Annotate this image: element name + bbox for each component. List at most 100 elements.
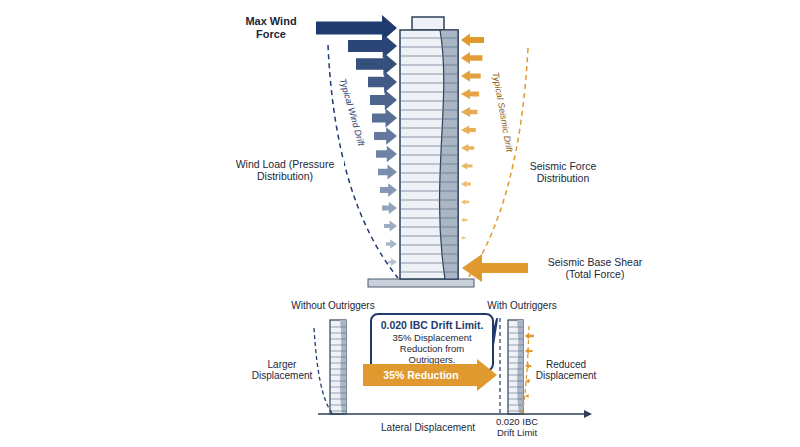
floor-line: [400, 272, 458, 273]
floor-line: [400, 200, 458, 201]
floor-line: [330, 369, 346, 370]
node-heading: 0.020 IBC Drift Limit.: [378, 319, 486, 332]
floor-line: [330, 387, 346, 388]
floor-line: [400, 38, 458, 39]
floor-line: [330, 375, 346, 376]
force-arrow: [370, 90, 397, 110]
axis-arrowhead: [584, 410, 592, 418]
force-arrow: [348, 34, 397, 59]
seismic-arrows: [461, 34, 484, 241]
force-arrow: [525, 333, 534, 340]
floor-line: [330, 327, 346, 328]
floor-line: [400, 128, 458, 129]
annotation-label: Seismic Base Shear (Total Force): [534, 256, 656, 280]
annotation-label: Without Outriggers: [283, 300, 383, 312]
floor-line: [330, 381, 346, 382]
force-arrow: [386, 239, 397, 248]
callout-box: 0.020 IBC Drift Limit.35% Displacement R…: [370, 313, 494, 372]
force-arrow: [525, 379, 530, 384]
force-arrow: [368, 71, 397, 93]
force-arrow: [376, 146, 397, 162]
force-arrow: [461, 181, 471, 187]
floor-line: [508, 357, 523, 358]
floor-line: [330, 405, 346, 406]
force-arrow: [378, 165, 397, 180]
floor-line: [330, 339, 346, 340]
floor-line: [400, 191, 458, 192]
force-arrow: [525, 348, 533, 354]
floor-line: [508, 339, 523, 340]
floor-line: [400, 254, 458, 255]
floor-line: [400, 218, 458, 219]
ground-slab: [368, 279, 474, 287]
floor-line: [508, 369, 523, 370]
floor-line: [400, 245, 458, 246]
floor-lines: [400, 38, 458, 272]
floor-line: [400, 173, 458, 174]
tower-shade: [440, 30, 458, 279]
reduced-drift-curve: [522, 326, 529, 413]
floor-line: [400, 164, 458, 165]
force-arrow: [461, 162, 473, 169]
floor-line: [400, 182, 458, 183]
force-arrow: [356, 52, 397, 75]
force-arrow: [374, 127, 397, 145]
floor-line: [508, 351, 523, 352]
floor-line: [400, 155, 458, 156]
force-arrow: [461, 126, 476, 135]
force-arrow: [461, 236, 466, 240]
floor-line: [330, 393, 346, 394]
floor-line: [508, 375, 523, 376]
floor-line: [330, 357, 346, 358]
node-heading: 35% Reduction: [371, 369, 471, 381]
floor-line: [400, 236, 458, 237]
roof-cap: [412, 17, 444, 30]
floor-line: [330, 411, 346, 412]
floor-line: [508, 345, 523, 346]
annotation-label: Max Wind Force: [229, 15, 313, 40]
large-drift-curve: [314, 328, 332, 413]
annotation-label: Wind Load (Pressure Distribution): [226, 158, 344, 182]
force-arrow: [461, 70, 481, 81]
drift-limit-line: [499, 318, 500, 414]
force-arrow: [461, 199, 469, 205]
drift-label: Typical Wind Drift: [337, 77, 366, 147]
floor-line: [508, 399, 523, 400]
floor-line: [508, 333, 523, 334]
force-arrow: [525, 394, 529, 398]
force-arrow: [461, 218, 468, 223]
annotation-label: Reduced Displacement: [532, 359, 600, 382]
floor-line: [508, 393, 523, 394]
floor-line: [508, 387, 523, 388]
force-arrow: [461, 89, 479, 100]
floor-line: [400, 119, 458, 120]
annotation-label: Larger Displacement: [249, 359, 315, 382]
floor-line: [330, 351, 346, 352]
floor-line: [400, 137, 458, 138]
force-arrow: [384, 221, 397, 232]
base-shear-arrow: [462, 254, 528, 282]
floor-line: [400, 56, 458, 57]
floor-line: [400, 74, 458, 75]
floor-line: [400, 227, 458, 228]
small-tower-left: [330, 320, 346, 414]
tower-body: [400, 30, 458, 279]
annotation-label: With Outriggers: [480, 300, 564, 312]
annotation-label: Seismic Force Distribution: [521, 160, 605, 184]
annotation-label: 0.020 IBC Drift Limit: [487, 417, 547, 439]
floor-line: [400, 101, 458, 102]
floor-line: [508, 327, 523, 328]
floor-line: [400, 263, 458, 264]
force-arrow: [388, 258, 397, 266]
seismic-drift-curve: [468, 48, 528, 278]
force-arrow: [525, 363, 531, 368]
reduction-arrow: 35% Reduction: [363, 364, 497, 386]
force-arrow: [461, 144, 474, 152]
floor-line: [400, 83, 458, 84]
floor-line: [400, 110, 458, 111]
floor-line: [400, 209, 458, 210]
floor-line: [330, 345, 346, 346]
force-arrow: [461, 34, 484, 47]
floor-line: [508, 381, 523, 382]
floor-line: [400, 146, 458, 147]
